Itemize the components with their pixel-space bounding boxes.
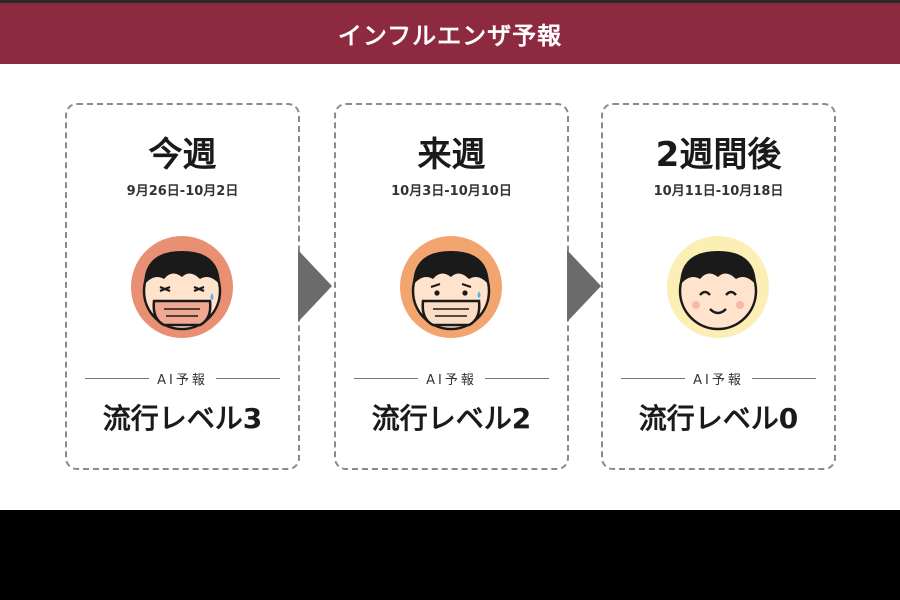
ai-label-text: AI予報	[157, 373, 208, 388]
card-title: 来週	[417, 135, 486, 175]
epidemic-level: 流行レベル2	[371, 402, 532, 435]
ai-forecast-label: AI予報	[621, 369, 817, 388]
forecast-panel: インフルエンザ予報 今週 9月26日-10月2日 AI予報 流行レベル3 来週 …	[0, 0, 900, 510]
ai-label-text: AI予報	[693, 373, 744, 388]
worried-masked-face-icon	[400, 236, 502, 338]
card-title: 2週間後	[655, 135, 782, 175]
divider-right	[484, 378, 550, 379]
next-arrow-icon	[567, 250, 601, 322]
divider-left	[354, 378, 419, 379]
epidemic-level: 流行レベル0	[638, 402, 799, 435]
card-dates: 10月3日-10月10日	[391, 184, 512, 199]
card-dates: 10月11日-10月18日	[653, 184, 784, 199]
ai-forecast-label: AI予報	[354, 369, 550, 388]
epidemic-level: 流行レベル3	[102, 402, 263, 435]
sick-masked-face-icon	[131, 236, 233, 338]
ai-label-text: AI予報	[426, 373, 477, 388]
card-title: 今週	[148, 135, 217, 175]
forecast-card-next-week: 来週 10月3日-10月10日 AI予報 流行レベル2	[334, 103, 569, 470]
top-border	[0, 0, 900, 3]
forecast-card-two-weeks-later: 2週間後 10月11日-10月18日 AI予報 流行レベル0	[601, 103, 836, 470]
header-bar: インフルエンザ予報	[0, 3, 900, 64]
divider-right	[215, 378, 281, 379]
next-arrow-icon	[298, 250, 332, 322]
ai-forecast-label: AI予報	[85, 369, 281, 388]
smiling-face-icon	[667, 236, 769, 338]
forecast-card-this-week: 今週 9月26日-10月2日 AI予報 流行レベル3	[65, 103, 300, 470]
card-dates: 9月26日-10月2日	[126, 184, 239, 199]
divider-left	[621, 378, 686, 379]
divider-left	[85, 378, 150, 379]
divider-right	[751, 378, 817, 379]
page-title: インフルエンザ予報	[337, 22, 563, 50]
